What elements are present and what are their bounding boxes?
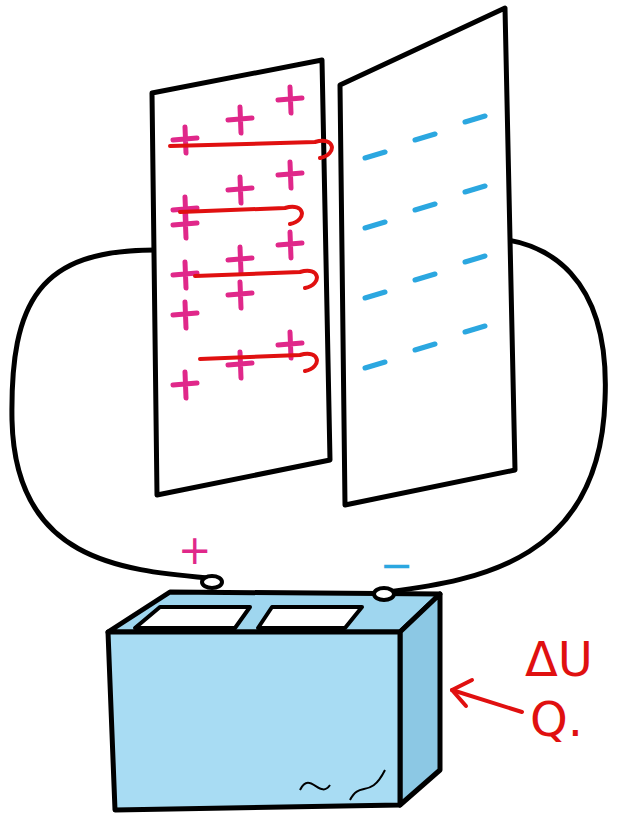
- plus-charge: [173, 127, 197, 153]
- callout-arrow: [452, 680, 522, 712]
- minus-charge: [415, 134, 435, 140]
- terminal-sign: +: [178, 530, 212, 570]
- field-arrow: [200, 354, 317, 371]
- plus-charge: [228, 282, 252, 308]
- minus-charge: [465, 256, 485, 262]
- minus-charge: [465, 116, 485, 122]
- field-arrow: [170, 141, 332, 158]
- minus-charge: [415, 274, 435, 280]
- plus-charge: [228, 247, 252, 273]
- minus-charge: [365, 222, 385, 228]
- plus-charge: [173, 302, 197, 328]
- plus-charge: [278, 232, 302, 258]
- battery: [108, 576, 440, 810]
- minus-charge: [415, 344, 435, 350]
- annotation: Q.: [530, 695, 583, 743]
- plus-charge: [278, 87, 302, 113]
- plus-charge: [173, 372, 197, 398]
- field-arrow: [195, 271, 317, 288]
- minus-charge: [365, 362, 385, 368]
- annotation: ΔU: [525, 635, 593, 683]
- terminal-sign: −: [380, 545, 414, 585]
- plus-charge: [173, 212, 197, 238]
- negative-plate: [340, 8, 515, 505]
- minus-charge: [365, 292, 385, 298]
- minus-charge: [465, 186, 485, 192]
- field-arrow: [180, 207, 302, 224]
- plus-charge: [228, 177, 252, 203]
- positive-plate: [152, 60, 330, 495]
- minus-charge: [465, 326, 485, 332]
- plus-charge: [278, 162, 302, 188]
- minus-charge: [365, 152, 385, 158]
- minus-charge: [415, 204, 435, 210]
- plus-charge: [228, 107, 252, 133]
